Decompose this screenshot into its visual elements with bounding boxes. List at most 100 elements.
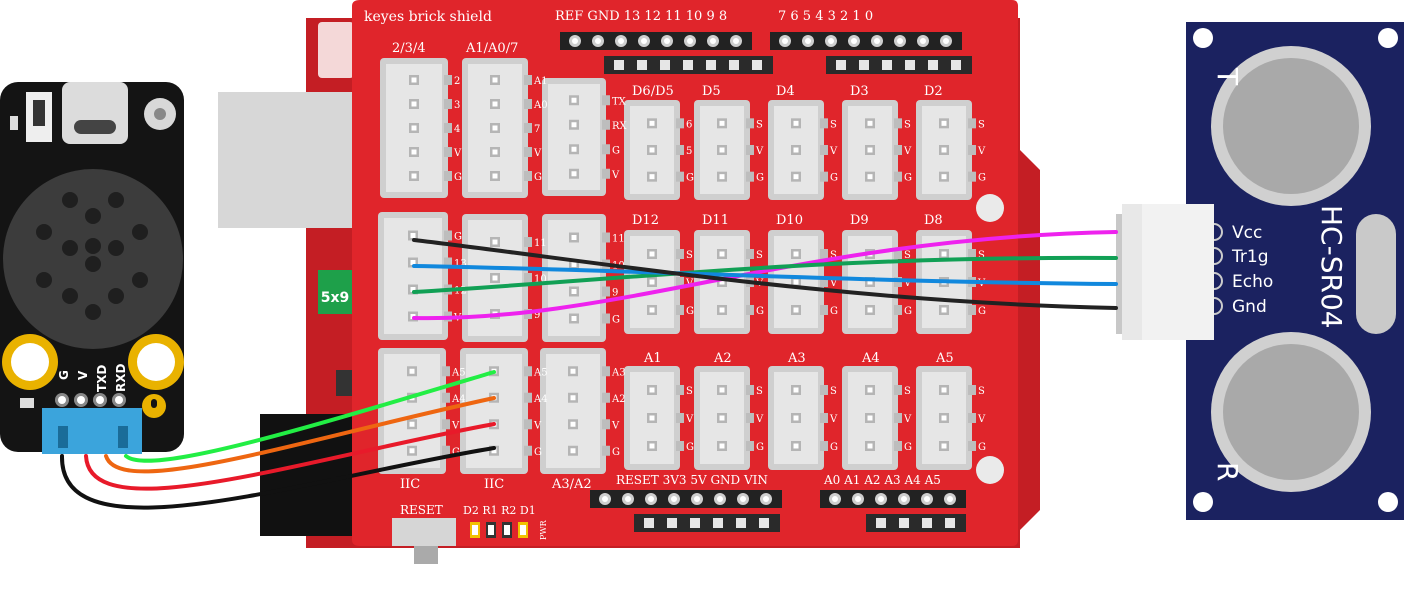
pin-header xyxy=(826,56,972,74)
pin-label: A5 xyxy=(533,367,548,378)
smd-leds xyxy=(470,522,528,538)
pin-label: G xyxy=(452,447,460,458)
speaker-hole xyxy=(36,272,52,288)
port-d12 xyxy=(624,230,684,334)
pin-label: A4 xyxy=(451,394,466,405)
port-label: D5 xyxy=(702,84,721,99)
wire-red xyxy=(84,422,496,491)
connector-a1-a0-7 xyxy=(462,58,532,198)
speaker-hole xyxy=(62,240,78,256)
chip-label: 5x9 xyxy=(321,290,350,306)
pin-label: V xyxy=(611,170,620,181)
port-label: A1 xyxy=(643,351,662,366)
pin-label-trig: Tr1g xyxy=(1231,247,1268,267)
pin-label-g: G xyxy=(57,370,71,380)
speaker-hole xyxy=(108,240,124,256)
voice-module: G V TXD RXD xyxy=(0,82,184,454)
connector-label: A1/A0/7 xyxy=(465,41,518,56)
pin-label: V xyxy=(451,420,460,431)
pin-label: G xyxy=(534,447,542,458)
pin-label: S xyxy=(978,119,985,130)
pin-label: 11 xyxy=(612,234,625,245)
crystal xyxy=(1356,214,1396,334)
speaker-hole xyxy=(85,256,101,272)
module-pin-holes xyxy=(55,393,126,407)
pin-label: V xyxy=(977,146,986,157)
pin-label: 6 xyxy=(686,119,692,130)
port-label: D10 xyxy=(776,213,803,228)
pin-label: 13 xyxy=(454,259,467,270)
pin-label: 3 xyxy=(454,100,460,111)
pin-label-v: V xyxy=(76,370,90,380)
pin-label: G xyxy=(756,173,764,184)
digital-header-left-labels: REF GND 13 12 11 10 9 8 xyxy=(555,9,727,24)
sonar-pin xyxy=(1213,223,1223,241)
connector-2-3-4 xyxy=(380,58,452,198)
pin-label: V xyxy=(829,146,838,157)
pin-label-echo: Echo xyxy=(1232,272,1273,292)
pin-label: G xyxy=(978,306,986,317)
pin-label: G xyxy=(612,447,620,458)
pin-label: V xyxy=(903,414,912,425)
reset-label: RESET xyxy=(400,503,443,517)
speaker-hole xyxy=(85,238,101,254)
wire-lime xyxy=(124,370,496,463)
pin-label: 4 xyxy=(454,124,460,135)
pin-label-rxd: RXD xyxy=(114,364,128,392)
pin-label: G xyxy=(686,442,694,453)
port-d10 xyxy=(768,230,828,334)
pin-label-gnd: Gnd xyxy=(1232,297,1267,317)
port-label: D4 xyxy=(776,84,795,99)
led-labels: D2 R1 R2 D1 xyxy=(463,504,536,517)
connector-sonar xyxy=(378,212,452,340)
sonar-pin xyxy=(1213,247,1223,265)
port-label: A2 xyxy=(713,351,732,366)
pin-label: V xyxy=(903,146,912,157)
pin-label: RX xyxy=(612,121,628,132)
pin-label: G xyxy=(612,145,620,156)
wire-green xyxy=(412,255,1118,294)
port-label: D12 xyxy=(632,213,659,228)
pin-label: S xyxy=(830,119,837,130)
pin-label-vcc: Vcc xyxy=(1232,223,1262,243)
pin-label: V xyxy=(453,148,462,159)
pin-label: G xyxy=(904,442,912,453)
usb-port xyxy=(218,92,358,228)
speaker-hole xyxy=(108,288,124,304)
connector-label: A3/A2 xyxy=(551,477,592,492)
port-label: D3 xyxy=(850,84,869,99)
pin-label: S xyxy=(756,119,763,130)
port-label: D9 xyxy=(850,213,869,228)
pin-label: G xyxy=(904,306,912,317)
sonar-pin xyxy=(1213,272,1223,290)
pin-label: 10 xyxy=(534,274,547,285)
reset-button[interactable] xyxy=(392,518,456,546)
wire-orange xyxy=(104,396,496,474)
pin-label: V xyxy=(755,414,764,425)
pin-label: A2 xyxy=(611,394,626,405)
mount-hole xyxy=(1193,28,1213,48)
usb-c-port xyxy=(62,82,128,144)
pin-label: V xyxy=(533,148,542,159)
power-header-labels: RESET 3V3 5V GND VIN xyxy=(616,473,768,487)
pin-label: S xyxy=(904,250,911,261)
pin-label: V xyxy=(829,278,838,289)
mount-hole xyxy=(1193,492,1213,512)
port-d5 xyxy=(694,100,754,200)
t-label: T xyxy=(1211,67,1244,86)
speaker-hole xyxy=(62,192,78,208)
pin-label: S xyxy=(756,250,763,261)
digital-header-right-labels: 7 6 5 4 3 2 1 0 xyxy=(778,9,873,24)
pin-label: V xyxy=(977,414,986,425)
wires xyxy=(59,230,1118,510)
wire-black-sonar xyxy=(412,238,1118,310)
speaker-hole xyxy=(85,208,101,224)
port-label: D11 xyxy=(702,213,729,228)
pin-label: G xyxy=(830,442,838,453)
pin-label: G xyxy=(756,442,764,453)
pin-label: G xyxy=(612,315,620,326)
port-d9 xyxy=(842,230,902,334)
pin-label: G xyxy=(454,172,462,183)
shield-title: keyes brick shield xyxy=(364,9,492,25)
